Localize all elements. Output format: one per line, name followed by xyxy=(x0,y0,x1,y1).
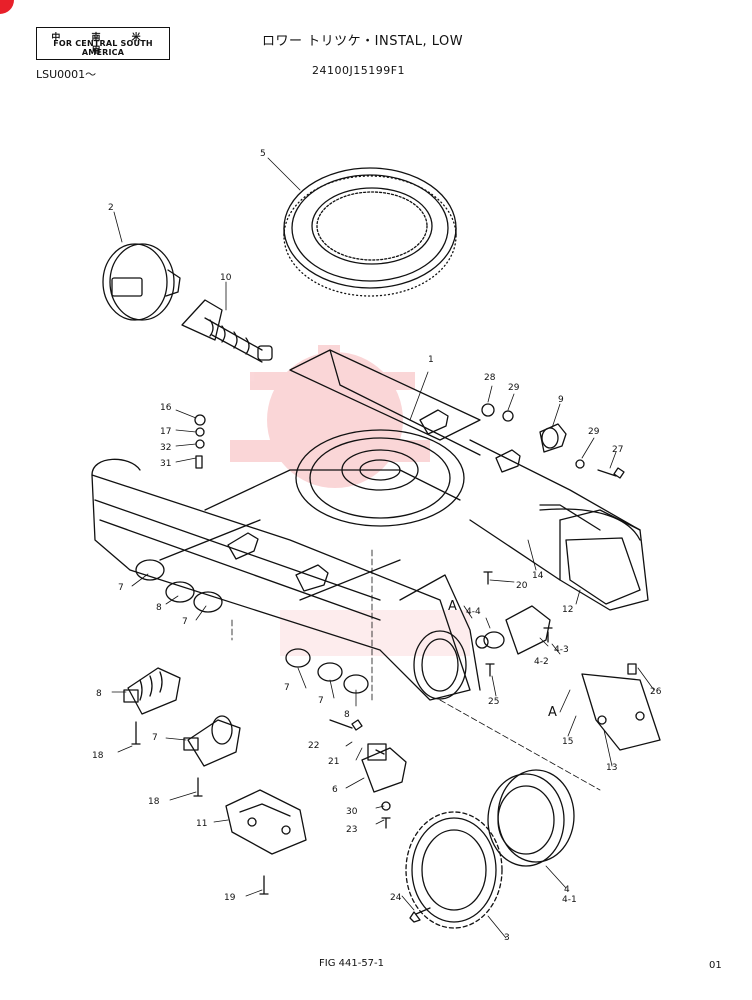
region-stamp: 中 南 米 用 FOR CENTRAL SOUTH AMERICA xyxy=(36,27,170,60)
callout-29-b: 29 xyxy=(588,427,600,437)
page-number: 01 xyxy=(709,960,722,971)
lower-frame xyxy=(91,349,649,701)
callout-18-b: 18 xyxy=(148,797,160,807)
callout-5: 5 xyxy=(260,149,266,159)
swing-bearing-ring xyxy=(283,167,457,297)
callout-8-c: 8 xyxy=(344,710,350,720)
track-roller-7 xyxy=(183,715,241,767)
callout-8-a: 8 xyxy=(156,603,162,613)
callout-23: 23 xyxy=(346,825,357,835)
callout-29-a: 29 xyxy=(508,383,520,393)
frame-swing-ring xyxy=(295,429,465,527)
callout-32: 32 xyxy=(160,443,171,453)
callout-14: 14 xyxy=(532,571,544,581)
leader-lines xyxy=(111,157,655,939)
track-adjuster-spring xyxy=(181,299,273,363)
carrier-roller-9 xyxy=(539,423,567,453)
callout-20: 20 xyxy=(516,581,528,591)
callout-A-upper: A xyxy=(448,599,457,614)
callout-9: 9 xyxy=(558,395,564,405)
callout-15: 15 xyxy=(562,737,573,747)
callout-7-b: 7 xyxy=(182,617,188,627)
callout-16: 16 xyxy=(160,403,172,413)
side-cover-12 xyxy=(565,537,641,605)
callout-7-d: 7 xyxy=(318,696,324,706)
stamp-cjk-text: 中 南 米 用 xyxy=(51,33,155,56)
front-idler xyxy=(102,243,181,321)
callout-18-a: 18 xyxy=(92,751,104,761)
grease-fittings xyxy=(227,409,521,592)
callout-6: 6 xyxy=(332,785,338,795)
callout-4: 4 xyxy=(564,885,570,895)
callout-19: 19 xyxy=(224,893,236,903)
stamp-english-text: FOR CENTRAL SOUTH AMERICA xyxy=(53,39,153,57)
figure-number: FIG 441-57-1 xyxy=(319,958,385,969)
watermark-logo xyxy=(230,345,470,656)
callout-11: 11 xyxy=(196,819,207,829)
callout-7-c: 7 xyxy=(284,683,290,693)
callout-1: 1 xyxy=(428,355,434,365)
callout-A-lower: A xyxy=(548,705,557,720)
callout-4-2: 4-2 xyxy=(534,657,549,667)
callout-27: 27 xyxy=(612,445,623,455)
track-roller-8 xyxy=(123,667,181,715)
callout-17: 17 xyxy=(160,427,171,437)
callout-3: 3 xyxy=(504,933,510,943)
motor-cover-13 xyxy=(581,673,661,751)
callout-22: 22 xyxy=(308,741,319,751)
callout-7-e: 7 xyxy=(152,733,158,743)
drive-sprocket xyxy=(405,811,503,929)
callout-labels: 1 2 3 4 4-1 4-2 4-3 4-4 5 6 7 7 7 7 7 8 … xyxy=(92,149,662,943)
callout-21: 21 xyxy=(328,757,339,767)
callout-8-b: 8 xyxy=(96,689,102,699)
assembly-part-number: 24100J15199F1 xyxy=(312,64,406,77)
callout-12: 12 xyxy=(562,605,573,615)
serial-range: LSU0001～ xyxy=(36,68,97,81)
callout-25: 25 xyxy=(488,697,499,707)
callout-10: 10 xyxy=(220,273,232,283)
callout-24: 24 xyxy=(390,893,402,903)
track-rollers-on-frame xyxy=(135,559,369,694)
callout-4-3: 4-3 xyxy=(554,645,569,655)
final-drive-4 xyxy=(487,769,575,867)
page-title: ロワー トリツケ・INSTAL, LOW xyxy=(262,34,464,49)
callout-2: 2 xyxy=(108,203,114,213)
roller-guard-bracket xyxy=(225,789,307,855)
bolts-18-19 xyxy=(131,721,269,895)
small-fasteners xyxy=(194,403,637,923)
callout-4-1: 4-1 xyxy=(562,895,577,905)
callout-7-a: 7 xyxy=(118,583,124,593)
callout-26: 26 xyxy=(650,687,662,697)
callout-31: 31 xyxy=(160,459,171,469)
final-drive-motor-4-2 xyxy=(483,605,551,655)
carrier-roller-6 xyxy=(361,743,407,793)
callout-4-4: 4-4 xyxy=(466,607,481,617)
callout-30: 30 xyxy=(346,807,358,817)
callout-13: 13 xyxy=(606,763,617,773)
callout-28: 28 xyxy=(484,373,496,383)
